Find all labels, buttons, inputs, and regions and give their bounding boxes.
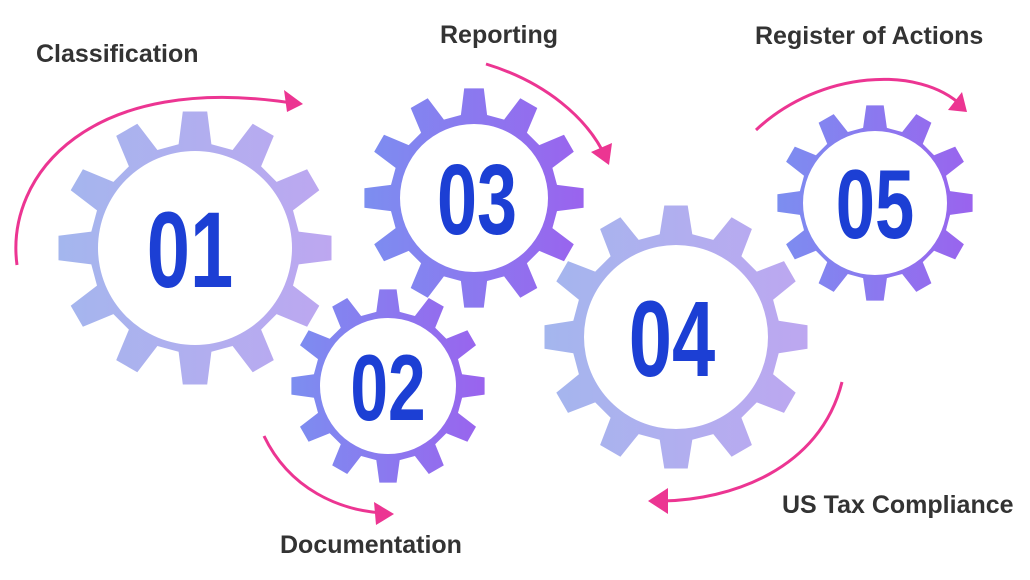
- step-label-register-of-actions: Register of Actions: [755, 22, 984, 50]
- step-label-documentation: Documentation: [280, 531, 462, 559]
- arrowhead-icon: [591, 143, 612, 165]
- gear-02: 02: [291, 289, 485, 483]
- step-number-02: 02: [350, 336, 425, 440]
- gear-icon: [291, 289, 485, 483]
- arrow-reporting: [485, 62, 608, 159]
- arrows-layer: [14, 62, 967, 525]
- step-number-01: 01: [147, 189, 233, 310]
- arrow-classification: [14, 95, 299, 266]
- step-number-05: 05: [836, 151, 914, 260]
- gear-01: 01: [58, 111, 332, 385]
- gear-05: 05: [777, 105, 973, 301]
- step-label-us-tax-compliance: US Tax Compliance: [782, 491, 1014, 519]
- arrowhead-icon: [284, 90, 303, 112]
- step-label-reporting: Reporting: [440, 21, 559, 49]
- arrow-us-tax: [661, 381, 844, 503]
- step-number-04: 04: [629, 278, 715, 399]
- step-number-03: 03: [437, 144, 517, 255]
- gear-03: 03: [364, 88, 584, 308]
- step-label-classification: Classification: [36, 40, 199, 68]
- arrowhead-icon: [648, 488, 668, 514]
- gear-icon: [364, 88, 584, 308]
- arrowhead-icon: [374, 502, 394, 525]
- gear-icon: [544, 205, 808, 469]
- arrowhead-icon: [948, 92, 967, 112]
- arrow-register: [754, 77, 964, 132]
- arrow-documentation: [262, 435, 383, 515]
- gear-04: 04: [544, 205, 808, 469]
